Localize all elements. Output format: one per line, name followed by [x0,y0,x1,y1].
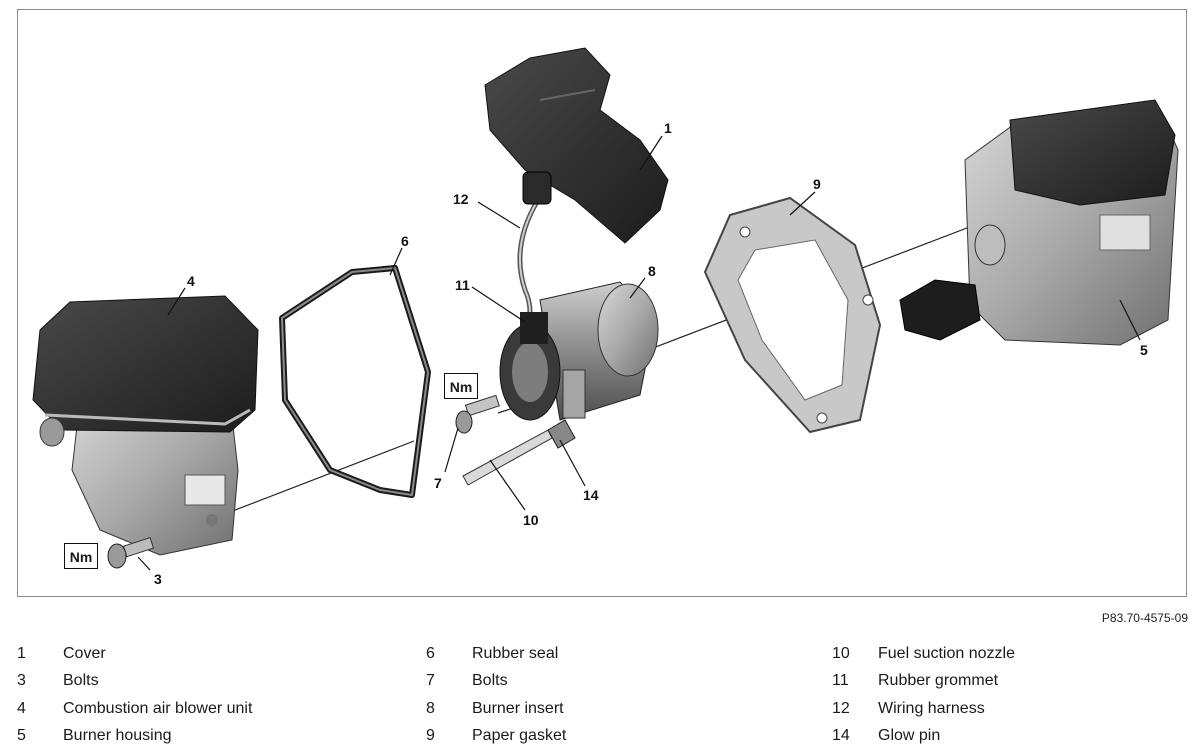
callout-8: 8 [648,263,656,279]
legend-text: Glow pin [878,727,941,745]
callout-11: 11 [455,277,470,293]
torque-label-nm-bolt-3: Nm [64,543,98,569]
legend-item: 4 Combustion air blower unit [17,695,252,723]
legend-text: Wiring harness [878,699,985,717]
callout-6: 6 [401,233,409,249]
legend-number: 6 [426,644,435,662]
callout-1: 1 [664,120,672,136]
cover-part [484,47,669,244]
callout-5: 5 [1140,342,1148,358]
legend-column-1: 1 Cover 3 Bolts 4 Combustion air blower uni… [17,640,252,750]
reference-code: P83.70-4575-09 [1101,611,1188,625]
legend-text: Cover [63,644,106,662]
callout-4: 4 [187,273,195,289]
legend-text: Bolts [63,672,99,690]
legend-text: Rubber grommet [878,672,999,690]
legend-number: 9 [426,727,435,745]
legend-column-2: 6 Rubber seal 7 Bolts 8 Burner insert 9 Pape… [426,640,566,750]
legend-number: 10 [832,644,850,662]
legend-number: 11 [832,672,849,690]
legend-item: 14 Glow pin [832,723,1015,751]
legend-item: 10 Fuel suction nozzle [832,640,1015,668]
callout-leaders [137,135,1141,571]
legend-text: Burner housing [63,727,172,745]
rubber-seal-part [279,265,431,498]
exploded-view-illustration: 1 3 4 5 6 7 8 9 10 11 12 14 [32,47,1179,587]
callout-3: 3 [154,571,162,587]
callout-9: 9 [813,176,821,192]
legend-item: 1 Cover [17,640,252,668]
legend-item: 3 Bolts [17,668,252,696]
callout-12: 12 [453,191,469,207]
callout-14: 14 [583,487,599,503]
bolt-3-part [107,536,155,569]
bolt-7-part [455,394,500,434]
legend-number: 14 [832,727,850,745]
legend-text: Paper gasket [472,727,567,745]
callout-10: 10 [523,512,539,528]
paper-gasket-part [703,196,882,434]
fuel-nozzle-part [462,429,553,486]
legend-text: Rubber seal [472,644,559,662]
blower-unit-part [32,295,259,556]
legend-number: 1 [17,644,26,662]
legend-number: 5 [17,727,26,745]
torque-label-nm-bolt-7: Nm [444,373,478,399]
burner-housing-part [899,99,1179,346]
callout-7: 7 [434,475,442,491]
legend-item: 12 Wiring harness [832,695,1015,723]
legend-item: 9 Paper gasket [426,723,566,751]
legend-text: Fuel suction nozzle [878,644,1015,662]
legend-number: 12 [832,699,850,717]
legend-text: Bolts [472,672,508,690]
legend-number: 8 [426,699,435,717]
legend-number: 4 [17,699,26,717]
legend-column-3: 10 Fuel suction nozzle 11 Rubber grommet 1… [832,640,1015,750]
legend-number: 7 [426,672,435,690]
legend-item: 7 Bolts [426,668,566,696]
legend-text: Burner insert [472,699,564,717]
legend-number: 3 [17,672,26,690]
legend-item: 5 Burner housing [17,723,252,751]
legend-item: 11 Rubber grommet [832,668,1015,696]
glow-pin-part [547,419,576,449]
legend-item: 6 Rubber seal [426,640,566,668]
burner-insert-part [499,281,659,421]
legend-item: 8 Burner insert [426,695,566,723]
legend-text: Combustion air blower unit [63,699,253,717]
